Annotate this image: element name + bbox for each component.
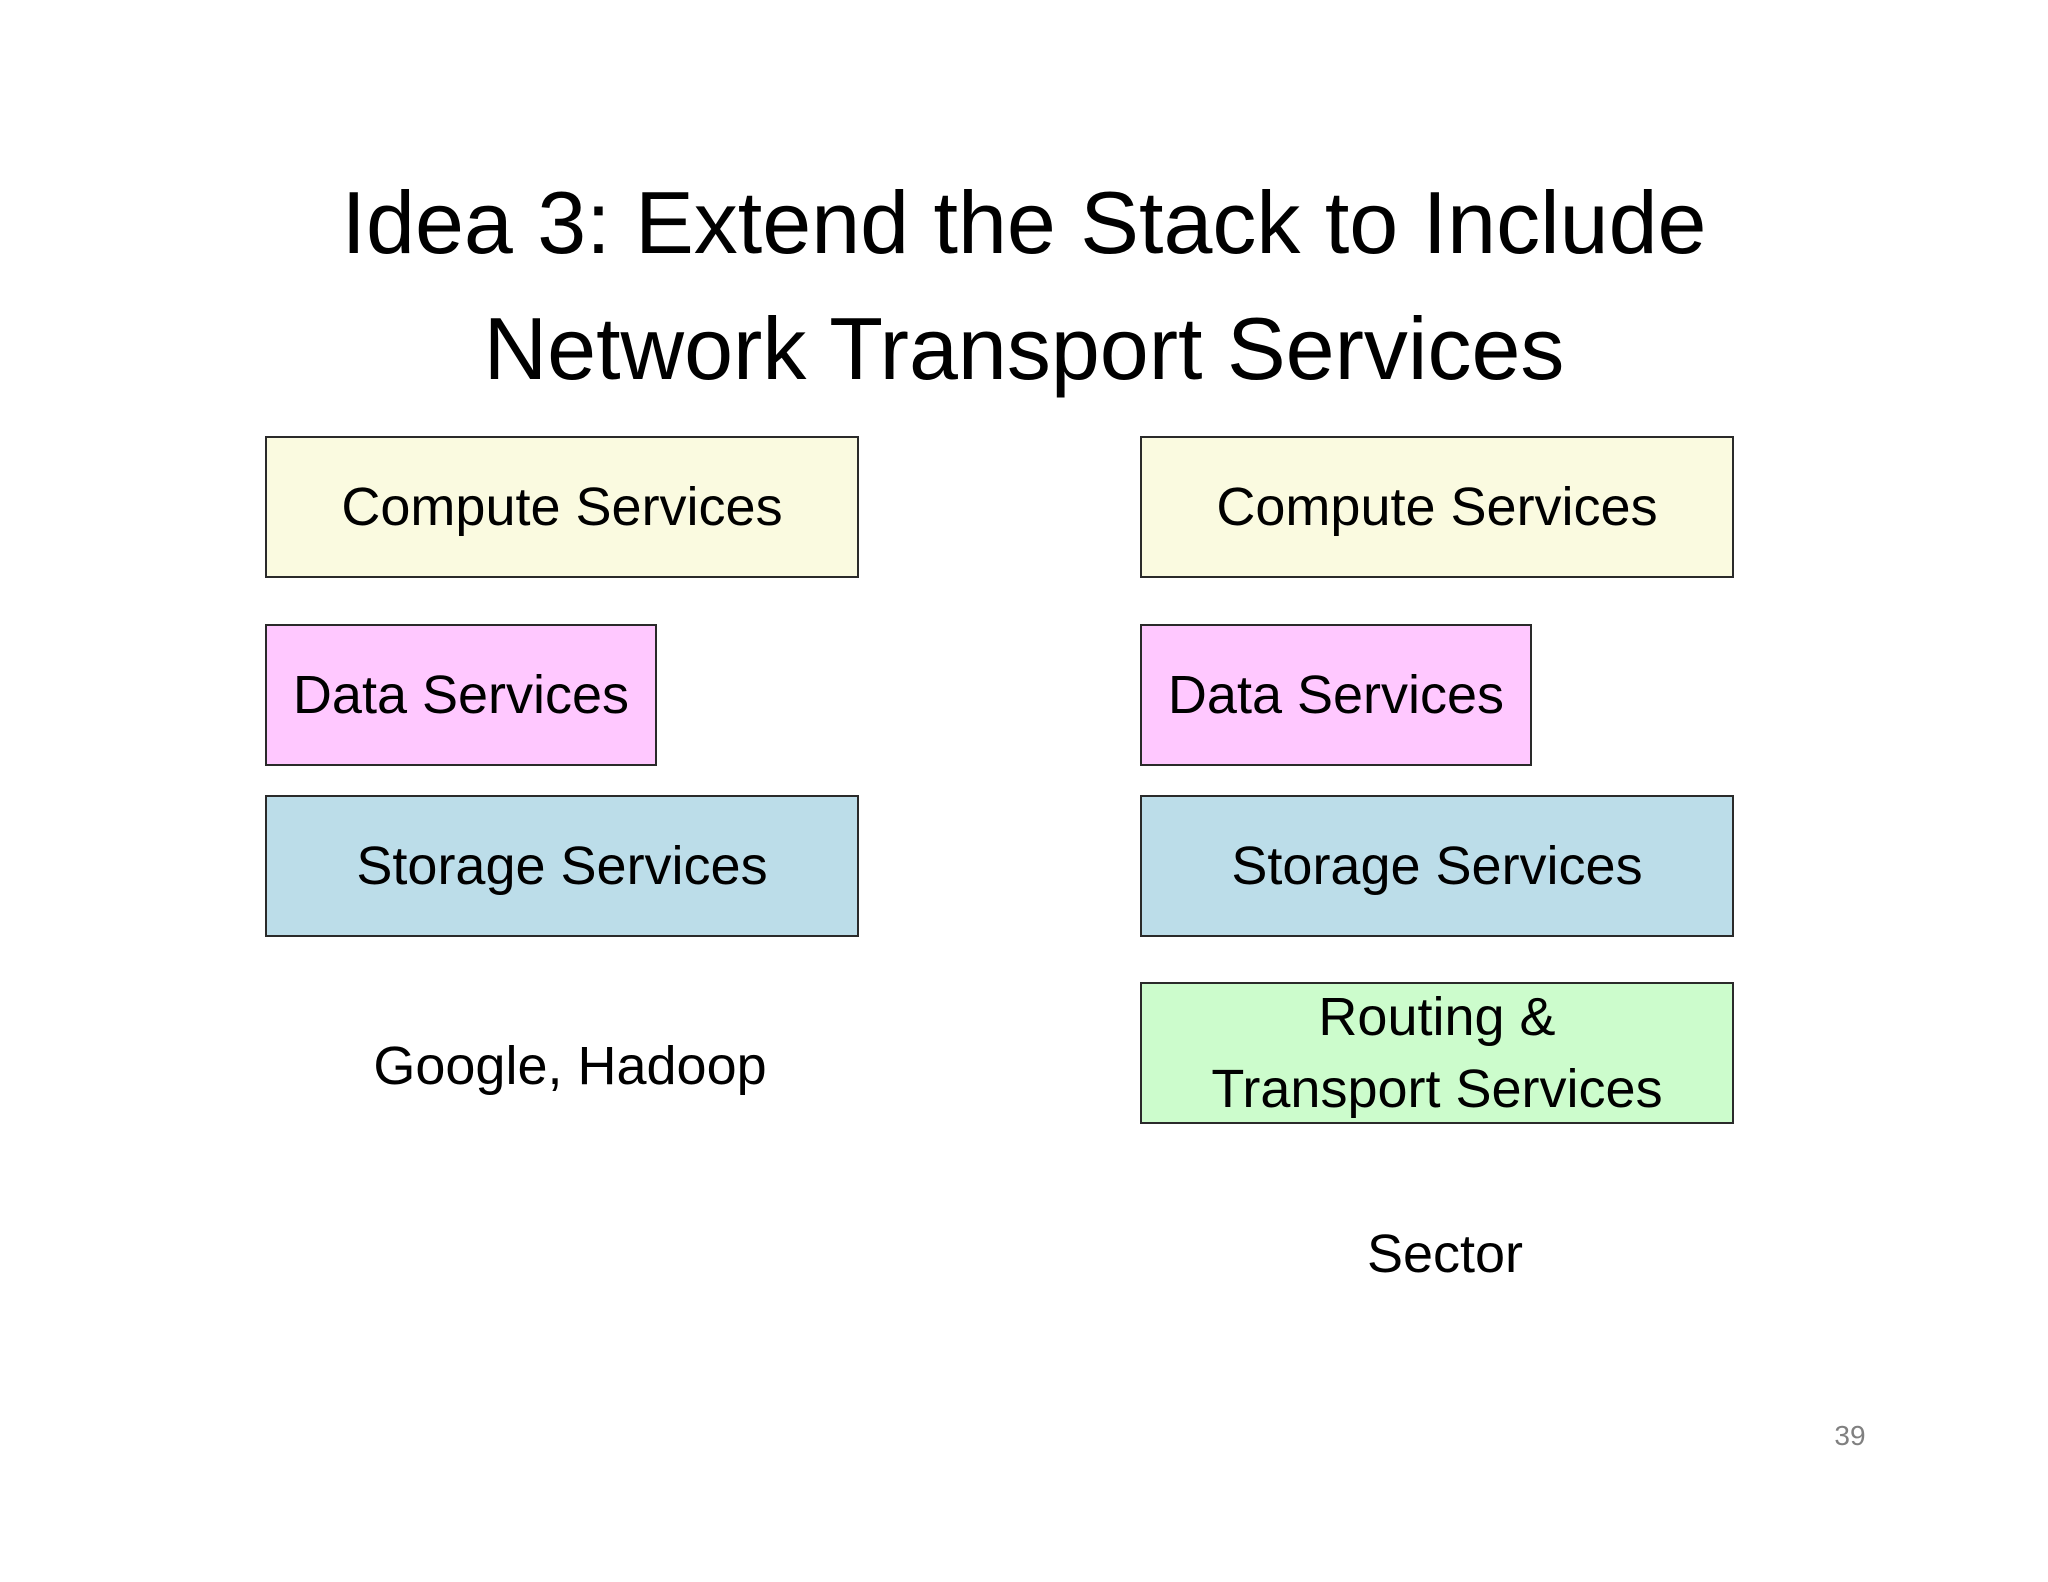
title-line-1: Idea 3: Extend the Stack to Include <box>341 173 1707 272</box>
right-stack-caption: Sector <box>1366 1224 1524 1284</box>
left-data-services-label: Data Services <box>292 665 630 725</box>
right-compute-services-box: Compute Services <box>1140 436 1734 578</box>
left-compute-services-box: Compute Services <box>265 436 859 578</box>
right-storage-services-box: Storage Services <box>1140 795 1734 937</box>
right-data-services-label: Data Services <box>1167 665 1505 725</box>
routing-label-line-2: Transport Services <box>1211 1059 1663 1119</box>
left-storage-services-label: Storage Services <box>356 836 768 896</box>
page-number: 39 <box>1834 1420 1866 1451</box>
right-data-services-box: Data Services <box>1140 624 1532 766</box>
title-line-2: Network Transport Services <box>483 299 1565 398</box>
left-compute-services-label: Compute Services <box>341 477 783 537</box>
routing-label-line-1: Routing & <box>1318 987 1556 1047</box>
right-storage-services-label: Storage Services <box>1231 836 1643 896</box>
left-stack-caption: Google, Hadoop <box>373 1036 767 1096</box>
slide-title: Idea 3: Extend the Stack to Include Netw… <box>200 160 1848 412</box>
left-storage-services-box: Storage Services <box>265 795 859 937</box>
right-compute-services-label: Compute Services <box>1216 477 1658 537</box>
left-data-services-box: Data Services <box>265 624 657 766</box>
right-routing-transport-box: Routing & Transport Services <box>1140 982 1734 1124</box>
